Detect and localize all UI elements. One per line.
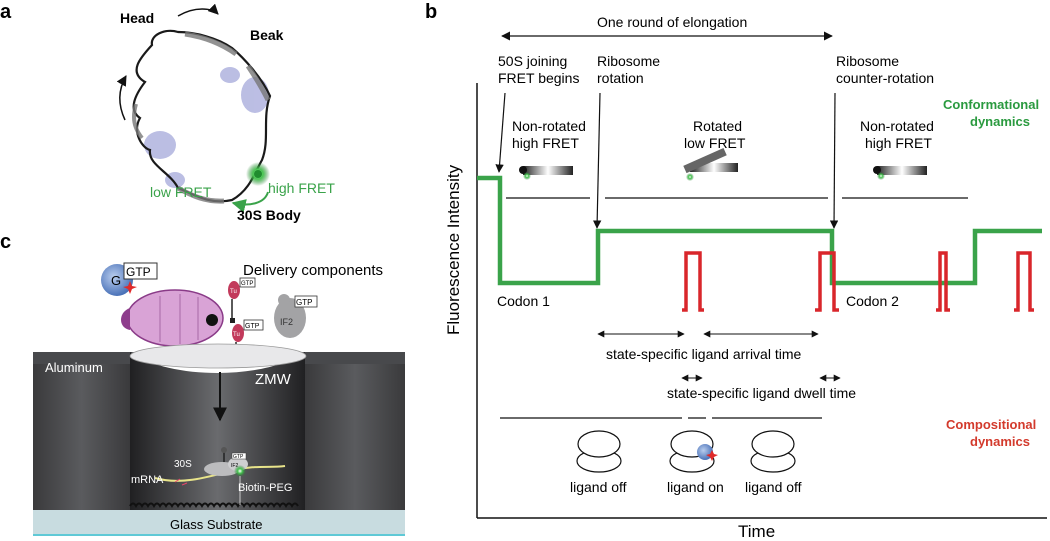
aluminum-label: Aluminum: [45, 360, 103, 375]
conformational-label-1: Conformational: [943, 97, 1039, 112]
dwell-label: state-specific ligand dwell time: [667, 385, 856, 401]
head-rotation-arrow: [177, 3, 219, 17]
ligand-off-label-1: ligand off: [570, 479, 627, 495]
ribosome-icon-off-2: [750, 430, 796, 473]
if2-gtp: GTP: [296, 298, 312, 307]
head-label: Head: [120, 10, 154, 26]
fret-arrow: [231, 191, 269, 213]
conformational-label-2: dynamics: [970, 114, 1030, 129]
gtp-small-1: GTP: [241, 281, 253, 287]
beak-label: Beak: [250, 27, 284, 43]
compositional-label-1: Compositional: [946, 417, 1036, 432]
state2-label-1: Rotated: [693, 118, 742, 134]
codon-2-label: Codon 2: [846, 293, 899, 309]
red-pulse-2: [815, 251, 839, 312]
counter-rotation-label-2: counter-rotation: [836, 70, 934, 86]
mrna-label: mRNA: [131, 474, 164, 486]
rotated-icon: [683, 147, 738, 181]
complex-if2: IF2: [231, 463, 238, 469]
50s-joining-label-2: FRET begins: [498, 70, 579, 86]
gtp-box: [123, 262, 158, 280]
elongation-label: One round of elongation: [597, 14, 747, 30]
counter-rotation-label-1: Ribosome: [836, 53, 899, 69]
low-fret-label: low FRET: [150, 184, 212, 200]
ribosome-icon-off-1: [576, 430, 622, 473]
delivery-components-label: Delivery components: [243, 262, 383, 279]
codon-1-label: Codon 1: [497, 293, 550, 309]
nonrotated-icon-2: [873, 166, 927, 180]
join-arrow: [495, 92, 506, 173]
50s-joining-label-1: 50S joining: [498, 53, 567, 69]
ligand-on-label: ligand on: [667, 479, 724, 495]
x-axis-label: Time: [738, 522, 775, 541]
zmw-label: ZMW: [255, 371, 292, 388]
arrival-label: state-specific ligand arrival time: [606, 346, 802, 362]
y-axis-label: Fluorescence Intensity: [444, 164, 463, 335]
ligand-off-label-2: ligand off: [745, 479, 802, 495]
panel-b-letter: b: [425, 1, 437, 23]
30s-initiation-complex: GTP IF2: [154, 447, 286, 505]
panel-a-letter: a: [0, 1, 12, 23]
50s-subunit: [121, 289, 224, 347]
gtp-small-2: GTP: [245, 323, 260, 330]
state3-label-1: Non-rotated: [860, 118, 934, 134]
30s-label: 30S: [174, 459, 192, 470]
if2-factor: GTP IF2: [274, 294, 318, 338]
complex-gtp: GTP: [233, 454, 244, 460]
panel-c: c G GTP GTP Tu GTP Tu: [0, 231, 405, 536]
high-fret-label: high FRET: [268, 180, 335, 196]
tu-label-1: Tu: [230, 289, 237, 295]
state3-label-2: high FRET: [865, 135, 932, 151]
tu-label-2: Tu: [233, 332, 240, 338]
ef-g-label: G: [111, 273, 121, 288]
rotation-label-2: rotation: [597, 70, 644, 86]
gtp-label: GTP: [126, 265, 151, 279]
glass-substrate-label: Glass Substrate: [170, 517, 263, 532]
state1-label-2: high FRET: [512, 135, 579, 151]
state2-label-2: low FRET: [684, 135, 746, 151]
30s-body-label: 30S Body: [237, 207, 301, 223]
red-star-dye: [123, 281, 137, 294]
zmw-device: [33, 343, 405, 536]
ef-tu-complex-1: GTP Tu: [228, 277, 256, 323]
state1-label-1: Non-rotated: [512, 118, 586, 134]
panel-b: b Fluorescence Intensity Time One round …: [425, 1, 1047, 541]
red-pulse-4: [1014, 251, 1034, 312]
red-pulse-1: [682, 251, 704, 312]
red-pulse-3: [936, 251, 950, 312]
compositional-label-2: dynamics: [970, 434, 1030, 449]
rotation-label-1: Ribosome: [597, 53, 660, 69]
biotin-peg-label: Biotin-PEG: [238, 482, 292, 494]
panel-c-letter: c: [0, 231, 11, 253]
ribosome-icon-on: [669, 430, 718, 473]
body-rotation-arrow: [116, 75, 127, 121]
panel-a: a Head Beak low FRET high FRET 30S Body: [0, 1, 335, 223]
if2-label: IF2: [280, 317, 293, 327]
rotation-arrow: [592, 92, 602, 229]
green-fret-trace: [477, 175, 1042, 286]
nonrotated-icon-1: [519, 166, 573, 180]
counter-rotation-arrow: [829, 92, 839, 229]
